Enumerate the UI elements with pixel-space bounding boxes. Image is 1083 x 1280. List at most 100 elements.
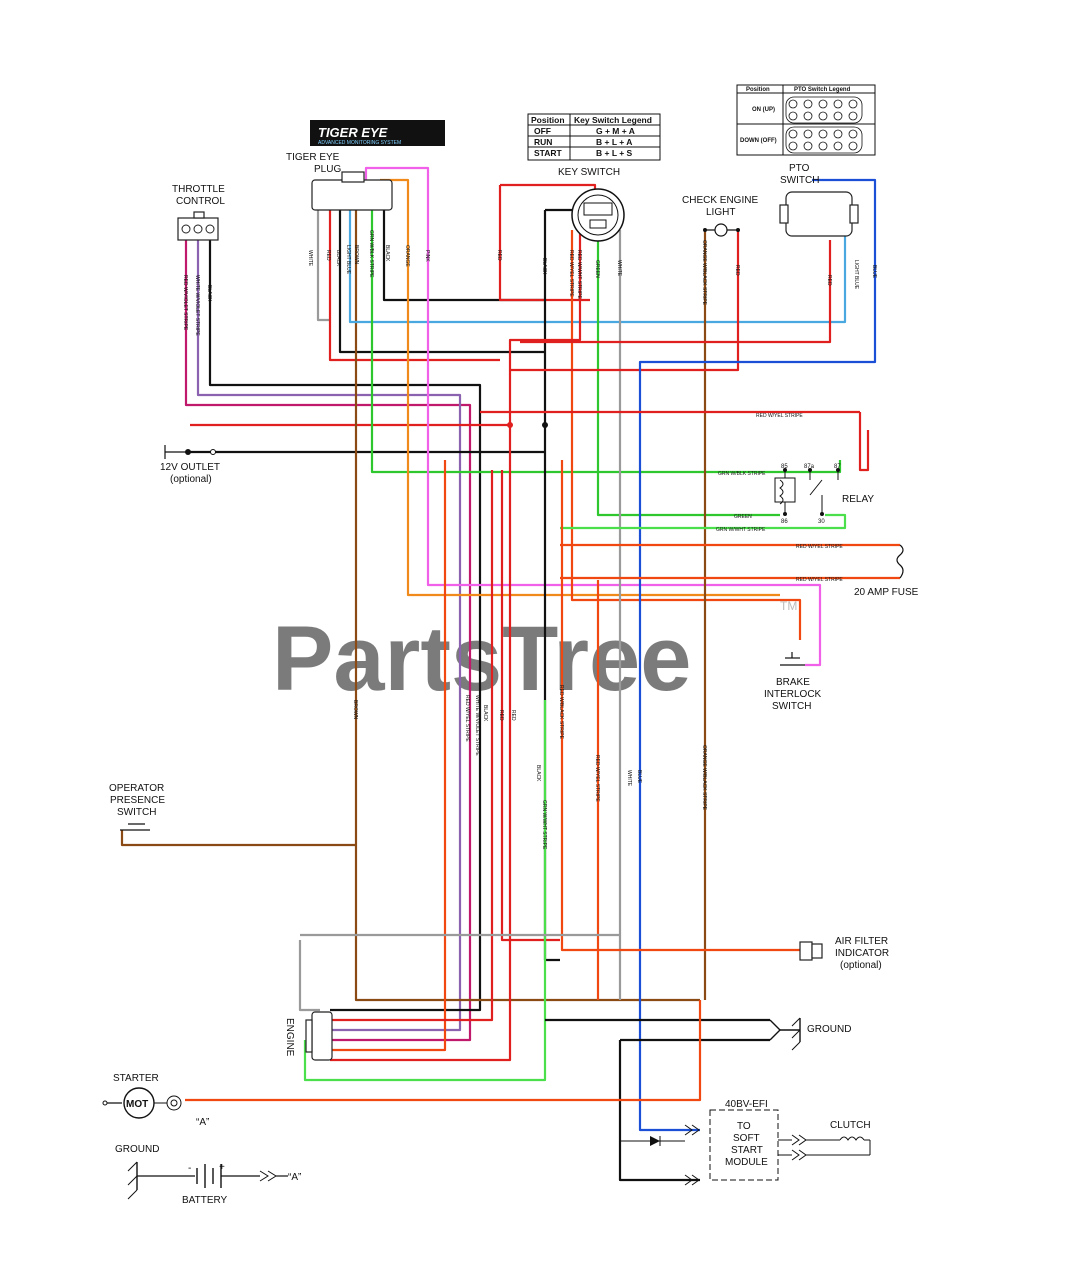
pto-legend-header-position: Position bbox=[746, 87, 770, 93]
wire-key-green bbox=[596, 230, 780, 517]
wire-label: GREEN bbox=[734, 514, 752, 520]
wire-label: WHITE W/VIOLET STRIPE bbox=[194, 275, 200, 336]
wire-label: RED bbox=[325, 250, 331, 261]
wire-label: RED W/YEL STRIPE bbox=[464, 695, 470, 742]
tiger-eye-plug-label-2: PLUG bbox=[314, 164, 341, 175]
wire-relay-grn-wht bbox=[560, 513, 847, 530]
throttle-label: THROTTLE bbox=[172, 184, 225, 195]
starter-mot-text: MOT bbox=[126, 1099, 148, 1110]
tiger-eye-logo: TIGER EYE ADVANCED MONITORING SYSTEM bbox=[310, 120, 445, 146]
wire-starter-red bbox=[185, 1000, 702, 1102]
junction-dot bbox=[542, 422, 548, 428]
operator-label-3: SWITCH bbox=[117, 807, 156, 818]
clutch-label: CLUTCH bbox=[830, 1120, 871, 1131]
wire-red-blk bbox=[560, 460, 810, 952]
wire-label: WHITE W/VIOLET STRIPE bbox=[474, 695, 480, 756]
tiger-eye-logo-subtext: ADVANCED MONITORING SYSTEM bbox=[318, 140, 401, 146]
wire-label: RED bbox=[734, 265, 740, 276]
soft-start-label-2: SOFT bbox=[733, 1133, 760, 1144]
pto-legend-row-position: DOWN (OFF) bbox=[740, 138, 777, 144]
wire-cel-red bbox=[510, 230, 740, 372]
brake-label-3: SWITCH bbox=[772, 701, 811, 712]
operator-label-2: PRESENCE bbox=[110, 795, 165, 806]
wire-label: BLUE bbox=[871, 265, 877, 279]
wire-label: BLACK bbox=[206, 285, 212, 302]
outlet-label: 12V OUTLET bbox=[160, 462, 220, 473]
wire-te-brown bbox=[354, 205, 700, 1002]
relay-pin-86: 86 bbox=[781, 519, 788, 525]
wire-throttle-black bbox=[208, 240, 482, 1012]
engine-connector bbox=[305, 1011, 333, 1061]
wire-label: RED bbox=[498, 710, 504, 721]
wire-red-yel-left bbox=[330, 460, 447, 1052]
wire-te-black bbox=[338, 205, 545, 354]
battery-symbol bbox=[196, 1164, 288, 1188]
key-legend-row-value: B + L + S bbox=[596, 148, 633, 158]
soft-start-label-4: MODULE bbox=[725, 1157, 768, 1168]
wire-label: ORANGE bbox=[404, 245, 410, 267]
wire-key-red bbox=[498, 185, 590, 302]
fuse-label: 20 AMP FUSE bbox=[854, 587, 919, 598]
starter-a-ref: “A” bbox=[196, 1117, 209, 1128]
battery-plus: + bbox=[219, 1162, 225, 1173]
ground-right-label: GROUND bbox=[807, 1024, 851, 1035]
soft-start-module bbox=[620, 1109, 871, 1186]
tiger-eye-plug-label: TIGER EYE bbox=[286, 152, 340, 163]
brake-interlock-switch bbox=[780, 652, 805, 666]
wire-label: ORANGE W/BLACK STRIPE bbox=[701, 745, 707, 811]
wire-engine-grey bbox=[298, 940, 320, 1012]
wire-label: RED W/BLACK STRIPE bbox=[558, 685, 564, 740]
air-filter-label: AIR FILTER bbox=[835, 936, 888, 947]
wire-relay-87 bbox=[858, 412, 870, 472]
wire-label: RED bbox=[826, 275, 832, 286]
wire-label: BLUE bbox=[636, 770, 642, 784]
wire-key-red-wht bbox=[330, 230, 582, 1062]
key-legend-row-value: G + M + A bbox=[596, 126, 635, 136]
wire-label: RED bbox=[496, 250, 502, 261]
ground-symbol bbox=[769, 1017, 801, 1051]
wire-label: ORANGE W/BLACK STRIPE bbox=[701, 240, 707, 306]
key-switch-label: KEY SWITCH bbox=[558, 167, 620, 178]
wire-label: GRN W/WHT STRIPE bbox=[716, 527, 766, 533]
check-engine-label-2: LIGHT bbox=[706, 207, 735, 218]
wire-label: WHITE bbox=[307, 250, 313, 267]
soft-start-label: TO bbox=[737, 1121, 751, 1132]
engine-label: ENGINE bbox=[284, 1018, 295, 1057]
junction-dot bbox=[507, 422, 513, 428]
wire-label: GRN W/WHT STRIPE bbox=[541, 800, 547, 850]
wire-label: RED W/YEL STRIPE bbox=[594, 755, 600, 802]
wire-label: WHITE bbox=[626, 770, 632, 787]
battery-minus: - bbox=[188, 1163, 191, 1174]
wire-label: RED W/VIOLET STRIPE bbox=[182, 275, 188, 331]
brake-label: BRAKE bbox=[776, 677, 810, 688]
ground-left-label: GROUND bbox=[115, 1144, 159, 1155]
wire-harness bbox=[120, 166, 900, 1182]
throttle-connector bbox=[177, 211, 219, 241]
pto-legend-row-position: ON (UP) bbox=[752, 107, 775, 113]
wire-label: BLACK bbox=[482, 705, 488, 722]
relay-pin-30: 30 bbox=[818, 519, 825, 525]
relay-symbol bbox=[774, 468, 840, 516]
fuse-symbol bbox=[896, 544, 904, 579]
outlet-label-2: (optional) bbox=[170, 474, 212, 485]
efi-label: 40BV-EFI bbox=[725, 1099, 768, 1110]
wire-te-black-2 bbox=[382, 205, 545, 302]
wire-pto-blue bbox=[638, 178, 877, 1132]
tiger-eye-plug-connector bbox=[311, 171, 393, 211]
wire-te-white bbox=[316, 205, 330, 322]
operator-switch bbox=[120, 823, 150, 831]
wire-label: LIGHT BLUE bbox=[853, 260, 859, 290]
key-legend-header-position: Position bbox=[531, 115, 565, 125]
wire-label: BLACK bbox=[335, 250, 341, 267]
wire-label: RED W/YEL STRIPE bbox=[756, 413, 803, 419]
pto-label-2: SWITCH bbox=[780, 175, 819, 186]
pto-label: PTO bbox=[789, 163, 810, 174]
air-filter-connector bbox=[799, 941, 823, 961]
wire-label: RED W/YEL STRIPE bbox=[796, 577, 843, 583]
wire-label: RED W/WHT STRIPE bbox=[576, 250, 582, 299]
wire-throttle-red-violet bbox=[184, 240, 472, 1042]
wire-label: RED W/YEL STRIPE bbox=[568, 250, 574, 297]
starter-motor bbox=[102, 1087, 182, 1119]
wire-label: GREEN bbox=[594, 260, 600, 278]
